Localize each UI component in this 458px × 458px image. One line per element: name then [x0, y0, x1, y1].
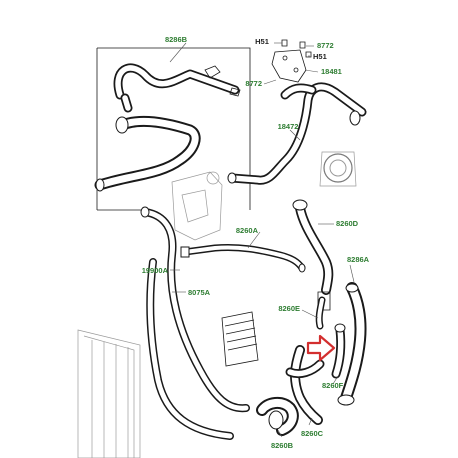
label-18481: 18481 [321, 67, 342, 76]
label-8772-top: 8772 [317, 41, 334, 50]
label-8286a: 8286A [347, 255, 370, 264]
hose-8286b [94, 63, 241, 192]
hose-8260b [256, 397, 299, 436]
label-8260f: 8260F [322, 381, 344, 390]
label-8286b: 8286B [165, 35, 188, 44]
label-18472: 18472 [278, 122, 299, 131]
hose-18472 [227, 82, 367, 185]
hose-8075a [140, 206, 250, 440]
oil-cooler [221, 311, 259, 367]
hose-8260f [331, 323, 346, 379]
hose-8260e [315, 296, 326, 330]
label-8772-mid: 8772 [245, 79, 262, 88]
hose-8286a [337, 282, 367, 406]
label-h51-top: H51 [255, 37, 269, 46]
part-labels: 8286B H51 8772 H51 18481 8772 18472 8260… [142, 35, 370, 450]
hollow-right-arrow-icon [306, 334, 336, 362]
label-8260a: 8260A [236, 226, 259, 235]
leader-lines [169, 42, 355, 438]
hose-8260d [292, 199, 334, 311]
label-h51-right: H51 [313, 52, 327, 61]
label-8260c: 8260C [301, 429, 324, 438]
throttle-body [319, 151, 357, 187]
hose-8260c [285, 345, 325, 425]
label-8260e: 8260E [278, 304, 300, 313]
label-8260b: 8260B [271, 441, 294, 450]
label-8260d: 8260D [336, 219, 359, 228]
label-8075a: 8075A [188, 288, 211, 297]
hose-8260a [180, 244, 306, 273]
bracket-18481 [271, 39, 312, 83]
label-19900a: 19900A [142, 266, 169, 275]
engine-block-outline [171, 171, 223, 241]
radiator-outline [77, 329, 141, 458]
